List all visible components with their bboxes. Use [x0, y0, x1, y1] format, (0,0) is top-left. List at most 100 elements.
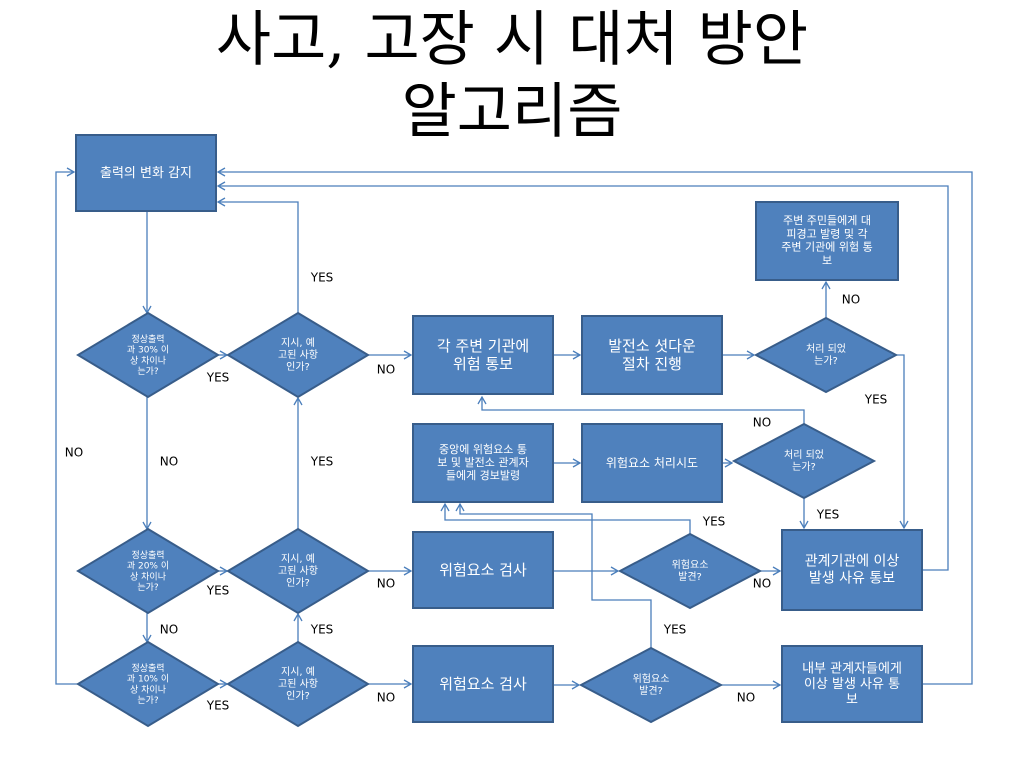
no-label: NO	[753, 577, 771, 591]
node-label-line: 위험요소 검사	[439, 675, 527, 693]
node-label-line: 상 차이나	[130, 683, 166, 695]
node-label-line: 는가?	[137, 366, 159, 377]
node-label-line: 상 차이나	[130, 570, 166, 582]
node-label-line: 상 차이나	[130, 354, 166, 366]
node-label-line: 과 20% 이	[127, 560, 169, 571]
node-label-line: 보 및 발전소 관계자	[437, 456, 528, 469]
yes-label: YES	[206, 371, 230, 385]
no-label: NO	[753, 416, 771, 430]
node-label-line: 발생 사유 통보	[809, 570, 895, 586]
decision-diamond	[578, 646, 724, 724]
connector-arrow	[477, 395, 805, 424]
node-label-line: 관계기관에 이상	[805, 554, 900, 570]
yes-label: YES	[310, 623, 334, 637]
no-label: NO	[65, 446, 83, 460]
node-label-line: 피경고 발령 및 각	[786, 227, 867, 240]
node-label-line: 과 10% 이	[127, 673, 169, 684]
yes-label: YES	[663, 623, 687, 637]
node-label-line: 내부 관계자들에게	[802, 661, 902, 676]
node-label-line: 지시, 예	[281, 553, 315, 565]
node-label-line: 보	[846, 692, 858, 707]
decision-diamond	[753, 316, 899, 394]
no-label: NO	[160, 455, 178, 469]
yes-label: YES	[702, 515, 726, 529]
yes-label: YES	[864, 393, 888, 407]
node-label-line: 는가?	[137, 582, 159, 593]
decision-diamond	[226, 527, 370, 615]
node-label-line: 정상출력	[131, 661, 164, 673]
no-label: NO	[377, 691, 395, 705]
node-hazard-inspection-1: 위험요소 검사	[412, 531, 554, 609]
yes-label: YES	[206, 584, 230, 598]
node-label-line: 지시, 예	[281, 337, 315, 349]
node-label-line: 지시, 예	[281, 666, 315, 678]
node-label-line: 절차 진행	[622, 355, 682, 373]
yes-label: YES	[816, 508, 840, 522]
process-box	[755, 201, 899, 281]
node-label-line: 고된 사항	[278, 349, 318, 361]
node-label-line: 처리 되었	[784, 449, 824, 461]
no-label: NO	[377, 577, 395, 591]
node-label-line: 보	[822, 254, 832, 267]
process-box	[781, 529, 923, 611]
node-label-line: 는가?	[792, 461, 816, 473]
decision-diamond	[226, 640, 370, 728]
node-label-line: 는가?	[814, 355, 838, 367]
process-box	[412, 645, 554, 723]
process-box	[781, 645, 923, 723]
process-box	[412, 531, 554, 609]
connector-arrow	[216, 167, 973, 685]
process-box	[581, 315, 723, 395]
decision-diamond	[76, 640, 220, 728]
process-box	[412, 423, 554, 503]
title-line-1: 사고, 고장 시 대처 방안	[215, 5, 809, 75]
node-label-line: 과 30% 이	[127, 344, 169, 355]
yes-label: YES	[310, 455, 334, 469]
node-hazard-inspection-2: 위험요소 검사	[412, 645, 554, 723]
connectors	[55, 167, 973, 690]
node-label-line: 인가?	[286, 361, 310, 373]
node-label-line: 주변 기관에 위험 통	[781, 241, 872, 254]
node-label-line: 인가?	[286, 690, 310, 702]
decision-diamond	[731, 422, 877, 500]
node-label-line: 발견?	[639, 685, 663, 697]
process-box	[75, 134, 217, 212]
node-label: 위험요소 검사	[439, 675, 527, 693]
slide-title: 사고, 고장 시 대처 방안 알고리즘	[0, 4, 1024, 148]
node-output-change-detect: 출력의 변화 감지	[75, 134, 217, 212]
process-box	[581, 423, 723, 503]
node-label-line: 처리 되었	[806, 343, 846, 355]
node-label-line: 출력의 변화 감지	[100, 166, 192, 181]
connector-arrow	[216, 197, 299, 313]
yes-label: YES	[206, 699, 230, 713]
node-try-handle-hazard: 위험요소 처리시도	[581, 423, 723, 503]
node-label-line: 고된 사항	[278, 678, 318, 690]
node-label-line: 이상 발생 사유 통	[804, 677, 900, 692]
no-label: NO	[377, 363, 395, 377]
